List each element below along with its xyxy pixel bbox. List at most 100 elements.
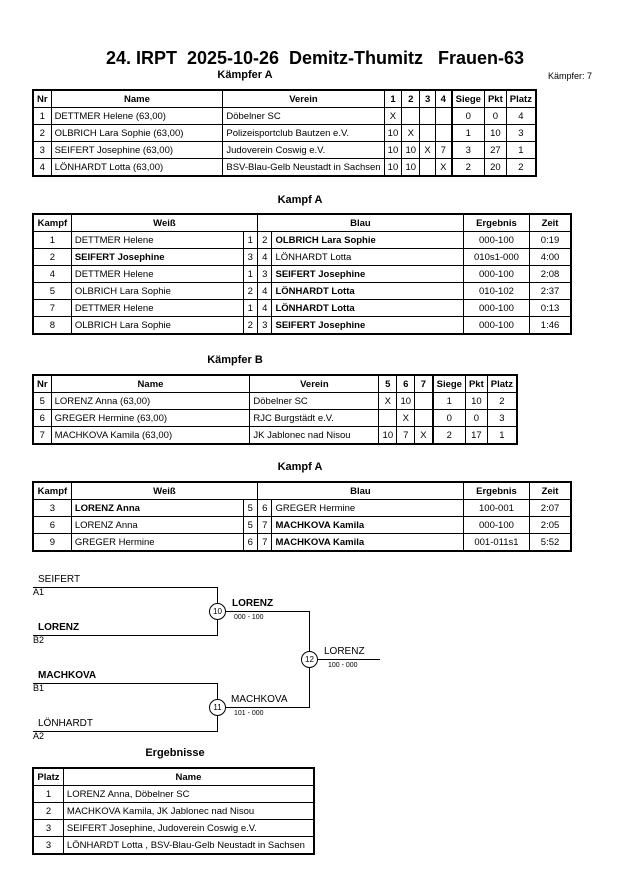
- blue-fighter-number: 4: [256, 299, 273, 317]
- fight-result: 000-100: [462, 265, 531, 283]
- fighter-number: 3: [32, 141, 52, 159]
- pool-b-header-row: Nr Name Verein 5 6 7 Siege Pkt Platz: [32, 374, 518, 393]
- fighter-club: BSV-Blau-Gelb Neustadt in Sachsen: [222, 158, 385, 177]
- bracket-line: [309, 659, 380, 660]
- fight-result: 100-001: [462, 499, 531, 517]
- blue-fighter-number: 2: [256, 231, 273, 249]
- col-pkt: Pkt: [483, 89, 507, 108]
- round-score: 10: [396, 392, 416, 410]
- round-score: 7: [396, 426, 416, 445]
- round-score: X: [414, 426, 434, 445]
- fight-time: 2:37: [529, 282, 572, 300]
- white-fighter: SEIFERT Josephine: [70, 248, 244, 266]
- fight-number-badge: 12: [301, 651, 318, 668]
- round-score: [419, 124, 437, 142]
- white-fighter-number: 1: [242, 231, 259, 249]
- fight-time: 1:46: [529, 316, 572, 335]
- round-score: 10: [401, 141, 421, 159]
- col-platz: Platz: [486, 374, 518, 393]
- bracket-lonhardt: LÖNHARDT: [38, 718, 94, 729]
- fight-result: 001-011s1: [462, 533, 531, 552]
- fight-number: 5: [32, 282, 72, 300]
- col-zeit: Zeit: [529, 481, 572, 500]
- white-fighter: LORENZ Anna: [70, 499, 244, 517]
- bracket-seifert: SEIFERT: [38, 574, 81, 585]
- white-fighter-number: 5: [242, 516, 259, 534]
- fighter-name: DETTMER Helene (63,00): [50, 107, 224, 125]
- col-weiss: Weiß: [70, 481, 259, 500]
- round-score: X: [396, 409, 416, 427]
- fight-number: 6: [32, 516, 72, 534]
- col-blau: Blau: [257, 481, 464, 500]
- col-verein: Verein: [249, 374, 380, 393]
- fight-result: 000-100: [462, 316, 531, 335]
- white-fighter-number: 3: [242, 248, 259, 266]
- blue-fighter: GREGER Hermine: [271, 499, 464, 517]
- seed-b2: B2: [33, 635, 45, 645]
- round-score: 10: [383, 141, 403, 159]
- fighter-count: Kämpfer: 7: [548, 71, 593, 81]
- pool-a-header-row: Nr Name Verein 1 2 3 4 Siege Pkt Platz: [32, 89, 537, 108]
- white-fighter: DETTMER Helene: [70, 265, 244, 283]
- wins-count: 1: [450, 124, 485, 142]
- points-count: 27: [483, 141, 507, 159]
- bracket-line: [33, 635, 218, 636]
- fight-time: 0:13: [529, 299, 572, 317]
- col-pkt: Pkt: [464, 374, 488, 393]
- white-fighter-number: 2: [242, 282, 259, 300]
- fight-number: 3: [32, 499, 72, 517]
- round-score: X: [383, 107, 403, 125]
- fighter-name: LÖNHARDT Lotta (63,00): [50, 158, 224, 177]
- fighter-number: 6: [32, 409, 52, 427]
- fighter-club: RJC Burgstädt e.V.: [249, 409, 380, 427]
- round-score: [419, 107, 437, 125]
- fighter-name: SEIFERT Josephine (63,00): [50, 141, 224, 159]
- round-score: 10: [401, 158, 421, 177]
- fighter-club: Polizeisportclub Bautzen e.V.: [222, 124, 385, 142]
- fights-b-heading: Kampf A: [277, 461, 323, 473]
- fighter-number: 2: [32, 124, 52, 142]
- result-name: SEIFERT Josephine, Judoverein Coswig e.V…: [62, 819, 315, 837]
- blue-fighter: LÖNHARDT Lotta: [271, 248, 464, 266]
- fight-result: 000-100: [462, 516, 531, 534]
- white-fighter: DETTMER Helene: [70, 299, 244, 317]
- points-count: 10: [464, 392, 488, 410]
- place-value: 1: [486, 426, 518, 445]
- round-score: 10: [383, 158, 403, 177]
- wins-count: 0: [431, 409, 466, 427]
- wins-count: 0: [450, 107, 485, 125]
- fighter-number: 5: [32, 392, 52, 410]
- fighter-number: 1: [32, 107, 52, 125]
- points-count: 17: [464, 426, 488, 445]
- place-value: 1: [505, 141, 537, 159]
- white-fighter: OLBRICH Lara Sophie: [70, 316, 244, 335]
- place-value: 4: [505, 107, 537, 125]
- seed-b1: B1: [33, 683, 45, 693]
- sf1-score: 000 - 100: [234, 614, 264, 621]
- col-r2: 2: [401, 89, 421, 108]
- col-zeit: Zeit: [529, 213, 572, 232]
- result-place: 1: [32, 785, 64, 803]
- fight-time: 0:19: [529, 231, 572, 249]
- round-score: 10: [383, 124, 403, 142]
- col-platz: Platz: [505, 89, 537, 108]
- white-fighter: OLBRICH Lara Sophie: [70, 282, 244, 300]
- fights-b-header-row: Kampf Weiß Blau Ergebnis Zeit: [32, 481, 572, 500]
- place-value: 2: [505, 158, 537, 177]
- bracket-line: [217, 611, 310, 612]
- white-fighter-number: 5: [242, 499, 259, 517]
- sf1-winner: LORENZ: [232, 598, 274, 609]
- result-name: LÖNHARDT Lotta , BSV-Blau-Gelb Neustadt …: [62, 836, 315, 855]
- fight-result: 010s1-000: [462, 248, 531, 266]
- fight-time: 5:52: [529, 533, 572, 552]
- fight-result: 010-102: [462, 282, 531, 300]
